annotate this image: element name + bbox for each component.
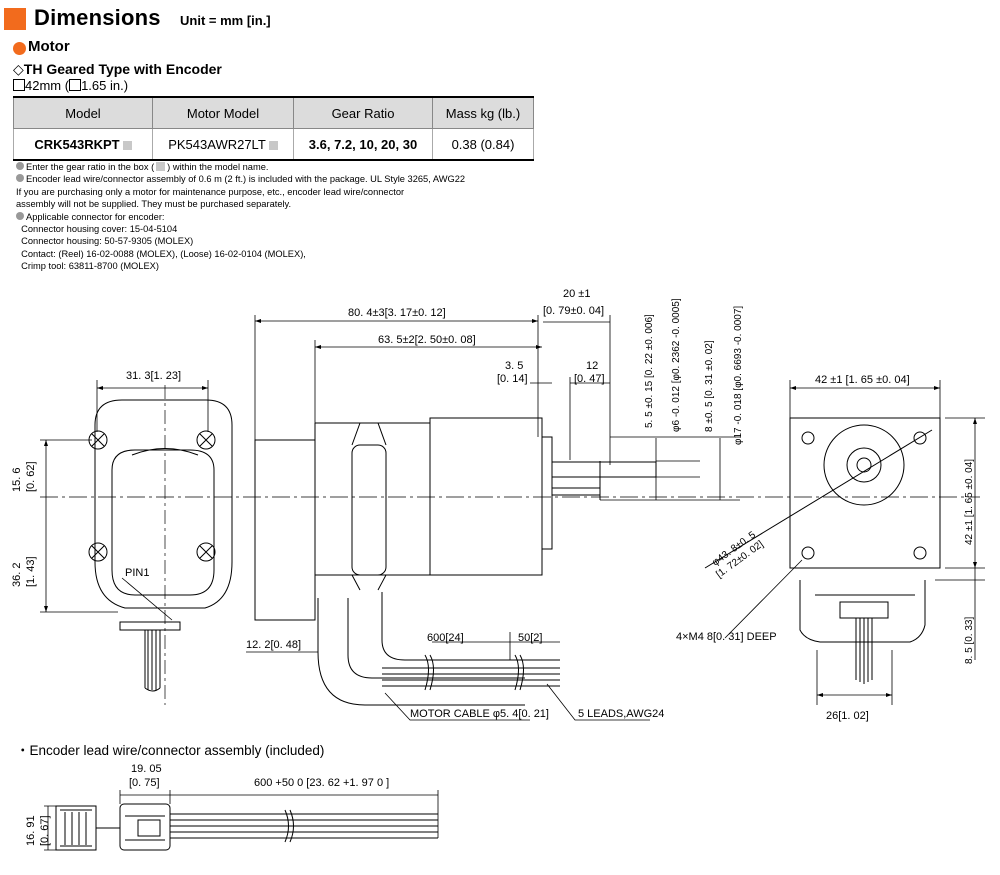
- note-connector: Applicable connector for encoder:: [16, 211, 465, 223]
- col-mass: Mass kg (lb.): [432, 96, 534, 129]
- ratio-box-icon: [122, 140, 132, 150]
- page-title: Dimensions: [34, 5, 161, 30]
- note-text: If you are purchasing only a motor for m…: [16, 186, 405, 197]
- motor-cable-label: MOTOR CABLE φ5. 4[0. 21]: [410, 708, 549, 720]
- section-type: ◇TH Geared Type with Encoder: [13, 61, 222, 77]
- dimension-labels: 31. 3[1. 23] 15. 6 [0. 62] 36. 2 [1. 43]…: [11, 288, 975, 846]
- dim-31-3: 31. 3[1. 23]: [126, 370, 181, 382]
- col-motor-model: Motor Model: [152, 96, 294, 129]
- ratio-box-icon: [268, 140, 278, 150]
- note-text: assembly will not be supplied. They must…: [16, 199, 292, 210]
- cell-gear-ratio: 3.6, 7.2, 10, 20, 30: [293, 128, 433, 161]
- motor-front-view: [704, 417, 941, 684]
- cell-model: CRK543RKPT: [13, 128, 153, 161]
- dim-8-5: 8. 5 [0. 33]: [964, 617, 975, 664]
- dim-5-5: 5. 5 ±0. 15 [0. 22 ±0. 006]: [644, 314, 655, 428]
- frame-size: 42mm (1.65 in.): [13, 78, 128, 93]
- square-icon: [69, 79, 82, 91]
- dim-63-5: 63. 5±2[2. 50±0. 08]: [378, 334, 476, 346]
- title-square-icon: [4, 8, 26, 30]
- bullet-dot-icon: [13, 42, 26, 55]
- leads-label: 5 LEADS,AWG24: [578, 708, 664, 720]
- note-text: Crimp tool: 63811-8700 (MOLEX): [16, 261, 159, 272]
- dim-enc-600: 600 +50 0 [23. 62 +1. 97 0 ]: [254, 777, 389, 789]
- encoder-section-title: ・Encoder lead wire/connector assembly (i…: [16, 743, 325, 758]
- note-text: Contact: (Reel) 16-02-0088 (MOLEX), (Loo…: [16, 248, 306, 259]
- mount-hole-label: 4×M4 8[0. 31] DEEP: [676, 631, 777, 643]
- dim-80-4: 80. 4±3[3. 17±0. 12]: [348, 307, 446, 319]
- bullet-icon: [16, 174, 24, 183]
- square-icon: [13, 79, 25, 91]
- col-model: Model: [13, 96, 153, 129]
- ratio-box-icon: [156, 162, 166, 171]
- dim-phi-6: φ6 -0. 012 [φ0. 2362 -0. 0005]: [671, 298, 682, 432]
- dim-26: 26[1. 02]: [826, 710, 869, 722]
- dim-phi-17: φ17 -0. 018 [φ0. 6693 -0. 0007]: [733, 306, 744, 445]
- dim-20: 20 ±1: [563, 288, 590, 300]
- encoder-connector-drawing: [55, 803, 438, 851]
- motor-rear-view: [88, 399, 233, 692]
- dim-8: 8 ±0. 5 [0. 31 ±0. 02]: [704, 340, 715, 432]
- dim-42-width: 42 ±1 [1. 65 ±0. 04]: [815, 374, 910, 386]
- dim-15-6-in: [0. 62]: [25, 461, 37, 492]
- dim-12-2: 12. 2[0. 48]: [246, 639, 301, 651]
- dim-36-2: 36. 2: [11, 563, 23, 587]
- note-text: Connector housing cover: 15-04-5104: [16, 224, 178, 235]
- cell-motor-model: PK543AWR27LT: [152, 128, 294, 161]
- table-row: CRK543RKPT PK543AWR27LT 3.6, 7.2, 10, 20…: [13, 128, 534, 161]
- section-motor: Motor: [28, 38, 70, 55]
- dim-12: 12: [586, 360, 598, 372]
- dim-19-05: 19. 05: [131, 763, 162, 775]
- cell-mass: 0.38 (0.84): [432, 128, 534, 161]
- dim-16-91-in: [0. 67]: [39, 815, 51, 846]
- dim-3-5-in: [0. 14]: [497, 373, 528, 385]
- bullet-icon: [16, 211, 24, 220]
- dim-15-6: 15. 6: [11, 468, 23, 492]
- dim-50: 50[2]: [518, 632, 542, 644]
- note-lead-wire: Encoder lead wire/connector assembly of …: [16, 173, 465, 185]
- dim-600: 600[24]: [427, 632, 464, 644]
- dim-20-in: [0. 79±0. 04]: [543, 305, 604, 317]
- motor-side-view: [254, 417, 657, 706]
- unit-note: Unit = mm [in.]: [180, 13, 271, 28]
- pin1-label: PIN1: [125, 567, 149, 579]
- note-gear-ratio: Enter the gear ratio in the box () withi…: [16, 161, 465, 173]
- dim-19-05-in: [0. 75]: [129, 777, 160, 789]
- dim-42-height: 42 ±1 [1. 65 ±0. 04]: [964, 459, 975, 545]
- dimension-arrows: [44, 319, 977, 697]
- spec-table: Model Motor Model Gear Ratio Mass kg (lb…: [13, 96, 534, 161]
- note-text: Connector housing: 50-57-9305 (MOLEX): [16, 236, 194, 247]
- dim-12-in: [0. 47]: [574, 373, 605, 385]
- dim-36-2-in: [1. 43]: [25, 556, 37, 587]
- dim-16-91: 16. 91: [25, 815, 37, 846]
- table-header-row: Model Motor Model Gear Ratio Mass kg (lb…: [13, 96, 534, 129]
- bullet-icon: [16, 162, 24, 170]
- dim-3-5: 3. 5: [505, 360, 523, 372]
- notes: Enter the gear ratio in the box () withi…: [16, 161, 465, 273]
